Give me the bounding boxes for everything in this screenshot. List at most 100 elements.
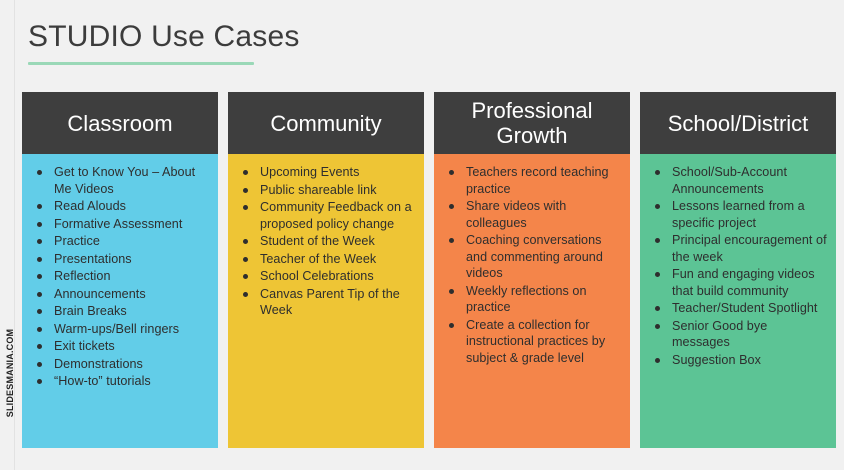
watermark-strip: SLIDESMANIA.COM [0, 0, 15, 470]
list-item-label: Upcoming Events [260, 165, 360, 179]
list-item: Presentations [32, 251, 210, 268]
list-item: School/Sub-Account Announcements [650, 164, 828, 197]
title-underline [28, 62, 254, 65]
bullet-icon [37, 344, 42, 349]
list-item: Reflection [32, 268, 210, 285]
bullet-icon [655, 238, 660, 243]
column-header-school-district: School/District [640, 92, 836, 154]
bullet-icon [37, 326, 42, 332]
use-case-list-community: Upcoming Events Public shareable link Co… [238, 164, 416, 319]
list-item-label: Brain Breaks [54, 304, 127, 318]
list-item-label: Student of the Week [260, 234, 375, 248]
list-item: Read Alouds [32, 198, 210, 215]
list-item: Coaching conversations and commenting ar… [444, 232, 622, 282]
column-body-classroom: Get to Know You – About Me Videos Read A… [22, 154, 218, 448]
bullet-icon [449, 322, 454, 328]
list-item: Fun and engaging videos that build commu… [650, 266, 828, 299]
list-item-label: Coaching conversations and commenting ar… [466, 233, 603, 280]
list-item-label: Suggestion Box [672, 352, 761, 367]
bullet-icon [37, 256, 42, 262]
use-case-list-professional-growth: Teachers record teaching practice Share … [444, 164, 622, 366]
column-school-district: School/District School/Sub-Account Annou… [640, 92, 836, 448]
bullet-icon [243, 205, 248, 210]
list-item-label: Warm-ups/Bell ringers [54, 321, 180, 336]
list-item-label: Canvas Parent Tip of the Week [260, 286, 400, 318]
bullet-icon [655, 170, 660, 175]
list-item: Suggestion Box [650, 352, 828, 369]
list-item: Public shareable link [238, 182, 416, 199]
list-item: Community Feedback on a proposed policy … [238, 199, 416, 232]
list-item: Principal encouragement of the week [650, 232, 828, 265]
column-professional-growth: Professional Growth Teachers record teac… [434, 92, 630, 448]
use-case-columns: Classroom Get to Know You – About Me Vid… [22, 92, 836, 448]
list-item: Announcements [32, 286, 210, 303]
bullet-icon [37, 291, 42, 297]
list-item-label: Teacher of the Week [260, 251, 377, 266]
bullet-icon [243, 291, 248, 297]
list-item: Teachers record teaching practice [444, 164, 622, 197]
list-item-label: Teachers record teaching practice [466, 165, 609, 196]
list-item: School Celebrations [238, 268, 416, 285]
list-item-label: Lessons learned from a specific project [672, 199, 805, 230]
list-item-label: Principal encouragement of the week [672, 233, 827, 264]
list-item-label: School Celebrations [260, 269, 374, 283]
bullet-icon [655, 204, 660, 209]
bullet-icon [37, 239, 42, 244]
list-item-label: Reflection [54, 269, 111, 283]
list-item: Get to Know You – About Me Videos [32, 164, 210, 197]
bullet-icon [37, 361, 42, 367]
list-item: Demonstrations [32, 356, 210, 373]
list-item: Weekly reflections on practice [444, 283, 622, 316]
bullet-icon [243, 170, 248, 175]
list-item: Student of the Week [238, 233, 416, 250]
list-item: Share videos with colleagues [444, 198, 622, 231]
column-header-professional-growth: Professional Growth [434, 92, 630, 154]
list-item: Teacher/Student Spotlight [650, 300, 828, 317]
list-item-label: Public shareable link [260, 182, 377, 197]
list-item: Formative Assessment [32, 216, 210, 233]
bullet-icon [37, 221, 42, 227]
bullet-icon [37, 204, 42, 209]
list-item-label: Create a collection for instructional pr… [466, 317, 606, 365]
list-item-label: “How-to” tutorials [54, 374, 151, 388]
list-item-label: Weekly reflections on practice [466, 283, 587, 315]
use-case-list-school-district: School/Sub-Account Announcements Lessons… [650, 164, 828, 368]
list-item-label: Read Alouds [54, 199, 126, 213]
list-item-label: Practice [54, 234, 100, 248]
list-item-label: Teacher/Student Spotlight [672, 301, 818, 315]
list-item-label: Demonstrations [54, 356, 143, 371]
bullet-icon [37, 309, 42, 314]
list-item: Upcoming Events [238, 164, 416, 181]
list-item-label: Community Feedback on a proposed policy … [260, 200, 412, 231]
list-item: “How-to” tutorials [32, 373, 210, 390]
list-item: Brain Breaks [32, 303, 210, 320]
slidesmania-watermark: SLIDESMANIA.COM [5, 328, 15, 418]
bullet-icon [37, 379, 42, 384]
bullet-icon [243, 239, 248, 244]
list-item-label: Formative Assessment [54, 216, 183, 231]
bullet-icon [449, 238, 454, 243]
bullet-icon [449, 288, 454, 294]
list-item-label: Fun and engaging videos that build commu… [672, 267, 815, 298]
bullet-icon [37, 170, 42, 175]
list-item-label: Presentations [54, 251, 132, 266]
use-case-list-classroom: Get to Know You – About Me Videos Read A… [32, 164, 210, 390]
bullet-icon [243, 274, 248, 279]
bullet-icon [449, 204, 454, 209]
column-body-school-district: School/Sub-Account Announcements Lessons… [640, 154, 836, 448]
list-item-label: Share videos with colleagues [466, 199, 567, 230]
list-item: Lessons learned from a specific project [650, 198, 828, 231]
column-classroom: Classroom Get to Know You – About Me Vid… [22, 92, 218, 448]
list-item-label: Get to Know You – About Me Videos [54, 165, 196, 196]
bullet-icon [655, 357, 660, 363]
column-body-community: Upcoming Events Public shareable link Co… [228, 154, 424, 448]
list-item-label: Announcements [54, 286, 146, 301]
bullet-icon [655, 306, 660, 311]
column-header-classroom: Classroom [22, 92, 218, 154]
list-item-label: Senior Good bye messages [672, 318, 768, 350]
list-item: Teacher of the Week [238, 251, 416, 268]
bullet-icon [655, 272, 660, 277]
column-header-community: Community [228, 92, 424, 154]
list-item: Exit tickets [32, 338, 210, 355]
